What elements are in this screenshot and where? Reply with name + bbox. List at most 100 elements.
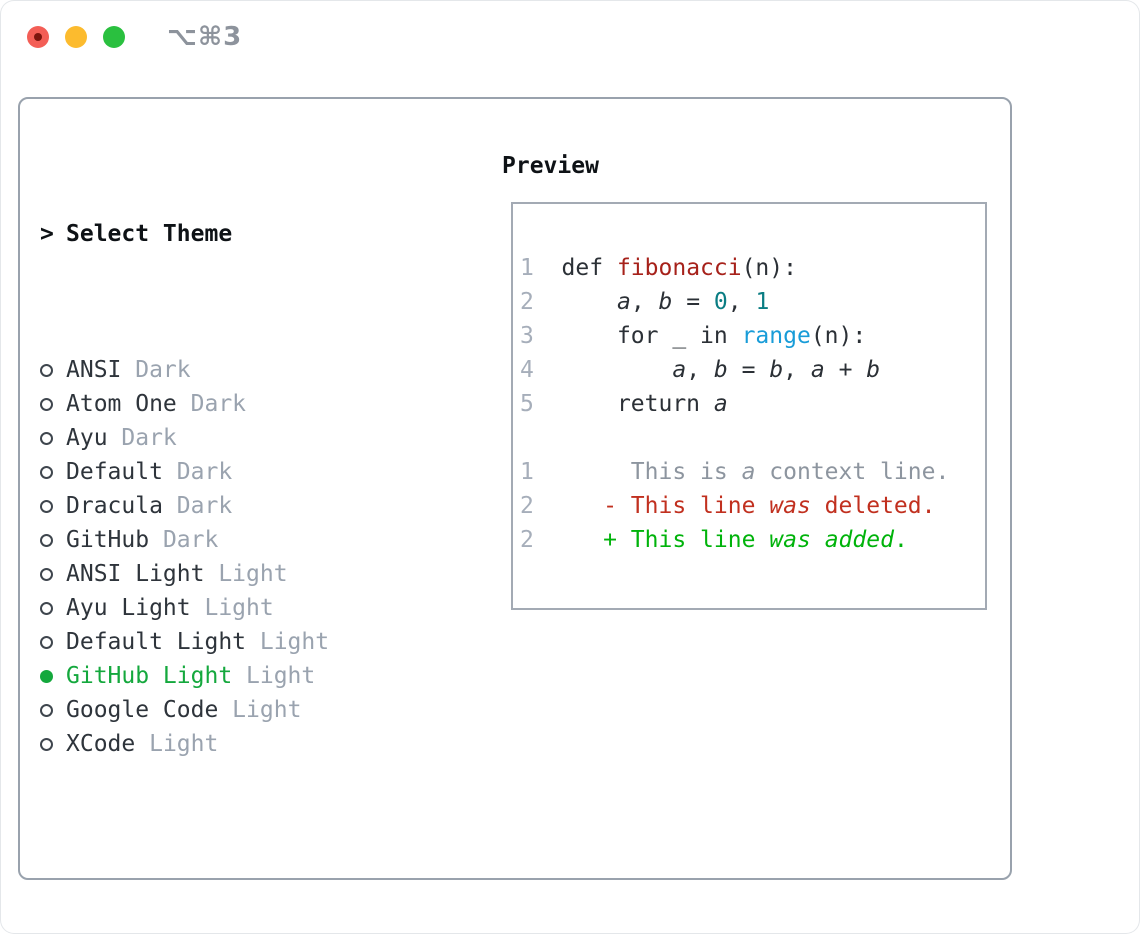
close-button[interactable] — [27, 26, 49, 48]
radio-marker — [40, 499, 66, 513]
theme-option[interactable]: Ayu Light Light — [40, 591, 428, 625]
radio-marker — [40, 737, 66, 751]
zoom-button[interactable] — [103, 26, 125, 48]
code-token: - This line — [603, 493, 770, 519]
minimize-button[interactable] — [65, 26, 87, 48]
code-token: deleted. — [810, 493, 936, 519]
theme-option[interactable]: ANSI Light Light — [40, 557, 428, 591]
code-token: b — [658, 289, 673, 315]
code-token: 0 — [713, 289, 728, 315]
radio-marker — [40, 567, 66, 581]
code-token: , — [686, 357, 714, 383]
theme-name: GitHub Light — [66, 663, 233, 689]
theme-name: Ayu Light — [66, 595, 191, 621]
theme-variant-tag: Dark — [162, 493, 233, 519]
preview-line: 2 + This line was added. — [520, 523, 949, 557]
code-token: = — [672, 289, 714, 315]
theme-option[interactable]: Default Light Light — [40, 625, 428, 659]
theme-option[interactable]: Google Code Light — [40, 693, 428, 727]
theme-name: Default Light — [66, 629, 247, 655]
code-token: b — [769, 357, 784, 383]
code-token: a — [672, 357, 687, 383]
theme-variant-tag: Light — [218, 697, 302, 723]
code-token: was — [769, 493, 811, 519]
theme-name: Default — [66, 459, 163, 485]
code-token: was — [769, 527, 811, 553]
code-token: b — [866, 357, 881, 383]
code-token: return — [533, 391, 714, 417]
radio-marker — [40, 431, 66, 445]
theme-variant-tag: Light — [135, 731, 219, 757]
code-token: 2 — [520, 493, 534, 519]
code-token — [534, 289, 617, 315]
code-token: (n): — [741, 255, 797, 281]
radio-icon — [40, 533, 53, 547]
preview-line: 4 a, b = b, a + b — [520, 353, 949, 387]
code-token: range — [741, 323, 811, 349]
code-token: 4 — [520, 357, 534, 383]
code-token: + This line — [603, 527, 770, 553]
theme-name: GitHub — [66, 527, 150, 553]
code-token: 1 — [755, 289, 770, 315]
radio-marker — [40, 669, 66, 683]
theme-name: Dracula — [66, 493, 163, 519]
radio-marker — [40, 397, 66, 411]
preview-line: 1 def fibonacci(n): — [520, 251, 949, 285]
radio-icon — [40, 601, 53, 615]
theme-option[interactable]: Atom One Dark — [40, 387, 428, 421]
select-theme-title: Select Theme — [66, 221, 233, 247]
code-token: a — [741, 459, 756, 485]
code-token: a — [713, 391, 728, 417]
preview-line: 1 This is a context line. — [520, 455, 949, 489]
radio-marker — [40, 363, 66, 377]
select-theme-header: > Select Theme — [40, 217, 428, 251]
theme-option[interactable]: Ayu Dark — [40, 421, 428, 455]
code-token: 2 — [520, 289, 534, 315]
radio-icon — [40, 635, 53, 649]
code-token: , — [630, 289, 659, 315]
radio-marker — [40, 601, 66, 615]
preview-line: 5 return a — [520, 387, 949, 421]
theme-variant-tag: Dark — [107, 425, 177, 451]
radio-marker — [40, 635, 66, 649]
code-token: This is — [533, 459, 742, 485]
radio-icon — [40, 363, 53, 377]
theme-variant-tag: Light — [190, 595, 274, 621]
window-titlebar: ⌥⌘3 — [27, 22, 242, 52]
code-token — [534, 493, 603, 519]
preview-line: 2 a, b = 0, 1 — [520, 285, 949, 319]
theme-option[interactable]: XCode Light — [40, 727, 428, 761]
code-token: = — [727, 357, 770, 383]
code-token: context line. — [755, 459, 950, 485]
preview-line: 2 - This line was deleted. — [520, 489, 949, 523]
theme-variant-tag: Dark — [162, 459, 233, 485]
code-token: . — [893, 527, 908, 553]
radio-icon — [40, 397, 53, 411]
prompt-icon: > — [40, 221, 54, 247]
theme-option[interactable]: Dracula Dark — [40, 489, 428, 523]
theme-variant-tag: Dark — [149, 527, 219, 553]
code-token: , — [727, 289, 756, 315]
radio-icon — [40, 567, 53, 581]
radio-icon — [40, 465, 53, 479]
code-token: 1 — [520, 459, 534, 485]
radio-marker — [40, 703, 66, 717]
radio-icon — [40, 499, 53, 513]
code-token: 2 — [520, 527, 534, 553]
preview-line: 3 for _ in range(n): — [520, 319, 949, 353]
theme-option[interactable]: GitHub Light Light — [40, 659, 428, 693]
code-token: b — [713, 357, 728, 383]
theme-name: XCode — [66, 731, 136, 757]
theme-option[interactable]: GitHub Dark — [40, 523, 428, 557]
theme-variant-tag: Light — [204, 561, 288, 587]
theme-option[interactable]: Default Dark — [40, 455, 428, 489]
window-shortcut-label: ⌥⌘3 — [167, 22, 243, 52]
code-token — [811, 527, 825, 553]
code-token: + — [824, 357, 867, 383]
theme-option[interactable]: ANSI Dark — [40, 353, 428, 387]
